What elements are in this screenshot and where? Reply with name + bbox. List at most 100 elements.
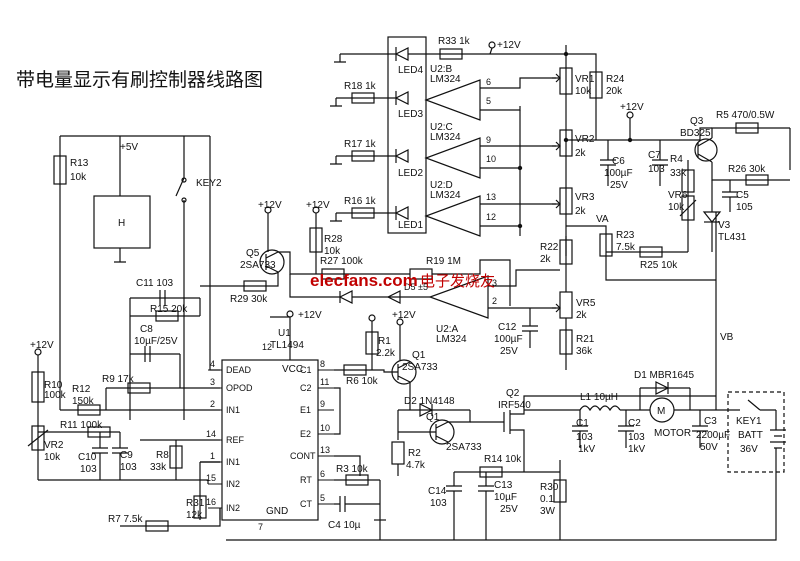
vr3-label: VR3 [575, 192, 595, 203]
vr6-value: 10k [668, 202, 685, 213]
r2-value: 4.7k [406, 460, 426, 471]
u1-pin12: 12 [262, 342, 272, 352]
r23-value: 7.5k [616, 242, 636, 253]
u2a-ref: U2:A [436, 324, 459, 335]
q2-label: Q2 [506, 388, 520, 399]
motor-label: MOTOR [654, 428, 691, 439]
u2d-pin-b: 12 [486, 212, 496, 222]
u1-lpin-name-0: DEAD [226, 365, 252, 375]
batt-value: 36V [740, 444, 758, 455]
r19-label: R19 1M [426, 256, 461, 267]
watermark: elecfans.com 电子发烧友 [310, 271, 495, 290]
c5-label: C5 [736, 190, 749, 201]
u2b-part: LM324 [430, 74, 461, 85]
c12-value: 100µF [494, 334, 523, 345]
u1-rpin-num-2: 9 [320, 399, 325, 409]
c3-label: C3 [704, 416, 717, 427]
u1-lpin-name-2: IN1 [226, 405, 240, 415]
led3-label: LED3 [398, 109, 423, 120]
led1-label: LED1 [398, 220, 423, 231]
u2c-pin-a: 9 [486, 135, 491, 145]
supply-p12-top: +12V [497, 40, 521, 51]
c9-label: C9 [120, 450, 133, 461]
c3-voltage: 50V [700, 442, 718, 453]
battery-box [727, 391, 785, 473]
u2c-pin-b: 10 [486, 154, 496, 164]
r17-label: R17 1k [344, 139, 377, 150]
q1-label: Q1 [412, 350, 426, 361]
opamp-u2d: U2:D LM324 13 12 [424, 180, 496, 237]
r24-value: 20k [606, 86, 623, 97]
c6-voltage: 25V [610, 180, 628, 191]
u2b-pin-b: 5 [486, 96, 491, 106]
vr2-value: 2k [575, 148, 587, 159]
key2-label: KEY2 [196, 178, 222, 189]
vr1-label: VR1 [575, 74, 595, 85]
diagram-title: 带电量显示有刷控制器线路图 [16, 69, 263, 91]
u1-pin7: 7 [258, 522, 263, 532]
supply-p12-q1: +12V [392, 310, 416, 321]
r25-label: R25 10k [640, 260, 678, 271]
batt-label: BATT [738, 430, 763, 441]
supply-p12-reg: +12V [620, 102, 644, 113]
u1-rpin-name-1: C2 [300, 383, 312, 393]
r24-label: R24 [606, 74, 625, 85]
u2a-pin-b: 2 [492, 296, 497, 306]
c6-label: C6 [612, 156, 625, 167]
v3-value: TL431 [718, 232, 747, 243]
u1-rpin-num-6: 5 [320, 493, 325, 503]
u1-rpin-name-2: E1 [300, 405, 311, 415]
u1-rpin-name-3: E2 [300, 429, 311, 439]
r22-value: 2k [540, 254, 552, 265]
c7-value: 103 [648, 164, 665, 175]
u2c-part: LM324 [430, 132, 461, 143]
supply-p12-r28: +12V [306, 200, 330, 211]
u1-rpin-num-5: 6 [320, 469, 325, 479]
r21-label: R21 [576, 334, 595, 345]
r18-label: R18 1k [344, 81, 377, 92]
r8-label: R8 [156, 450, 169, 461]
r10-label: R10 [44, 380, 63, 391]
r30-label: R30 [540, 482, 559, 493]
led4: LED4 [394, 47, 423, 76]
u2a-part: LM324 [436, 334, 467, 345]
u1-lpin-name-6: IN2 [226, 503, 240, 513]
r21-value: 36k [576, 346, 593, 357]
led-bargraph: LED4 LED3 LED2 LED1 [387, 36, 427, 234]
r1-value: 2.2k [376, 348, 396, 359]
r30-watt: 3W [540, 506, 556, 517]
u1-lpin-name-4: IN1 [226, 457, 240, 467]
r11-label: R11 100k [60, 420, 103, 431]
u1-part: TL1494 [270, 340, 304, 351]
vb-label: VB [720, 332, 734, 343]
ic-u1: U1 TL1494 VCC GND 12 7 4 3 2 14 1 15 16 … [206, 328, 334, 532]
q2-value: IRF540 [498, 400, 531, 411]
motor: M MOTOR [649, 397, 691, 439]
r15-label: R15 20k [150, 304, 188, 315]
svg-text:M: M [657, 406, 665, 417]
r13-value: 10k [70, 172, 87, 183]
c10-value: 103 [80, 464, 97, 475]
u2c-ref: U2:C [430, 122, 453, 133]
r13-label: R13 [70, 158, 89, 169]
vr5-value: 2k [576, 310, 588, 321]
u1-ref: U1 [278, 328, 291, 339]
c5-value: 105 [736, 202, 753, 213]
vr1-value: 10k [575, 86, 592, 97]
u1-gnd: GND [266, 506, 288, 517]
d2-label: D2 1N4148 [404, 396, 455, 407]
r8-value: 33k [150, 462, 167, 473]
r1-label: R1 [378, 336, 391, 347]
c2-label: C2 [628, 418, 641, 429]
u1-lpin-num-6: 16 [206, 497, 216, 507]
r14-label: R14 10k [484, 454, 522, 465]
led3: LED3 [394, 91, 423, 120]
vr5-label: VR5 [576, 298, 596, 309]
r28-label: R28 [324, 234, 343, 245]
c8-value: 10µF/25V [134, 336, 178, 347]
r28-value: 10k [324, 246, 341, 257]
r7-label: R7 7.5k [108, 514, 143, 525]
mosfet-q2: Q2 IRF540 [470, 388, 531, 448]
u1-rpin-name-5: RT [300, 475, 312, 485]
